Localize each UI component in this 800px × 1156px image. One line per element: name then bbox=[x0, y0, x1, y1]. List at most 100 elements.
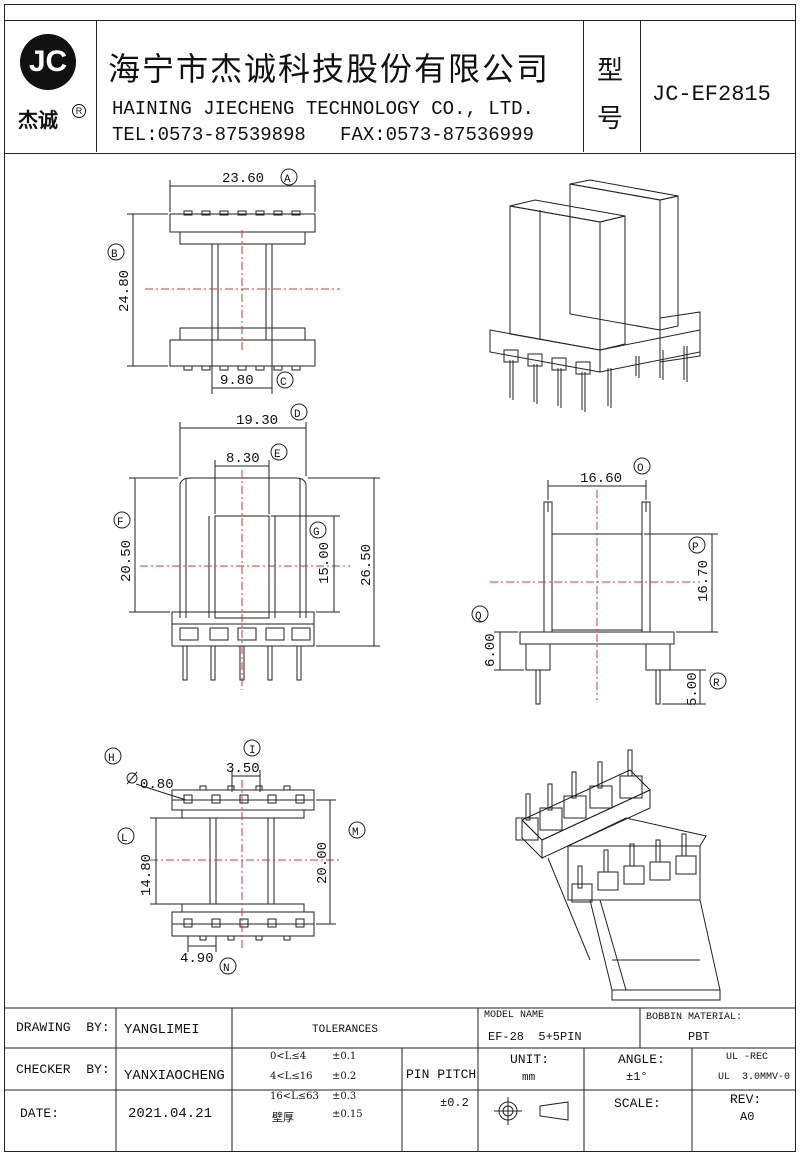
drawing-frame bbox=[4, 4, 796, 1152]
checker-by-value: YANXIAOCHENG bbox=[124, 1068, 225, 1084]
iso-pin-blocks bbox=[503, 349, 591, 375]
dim-c-tag: C bbox=[276, 371, 294, 389]
svg-text:I: I bbox=[249, 745, 256, 757]
bobbin-material-value: PBT bbox=[688, 1030, 710, 1044]
view-isometric-top bbox=[489, 179, 701, 412]
dim-m-tag: M bbox=[348, 821, 366, 839]
top-pins-upper bbox=[183, 210, 301, 216]
ul-flammability: UL 3.0MMV-0 bbox=[718, 1072, 791, 1083]
dim-g-tag: G bbox=[309, 521, 327, 539]
unit-value: mm bbox=[522, 1072, 536, 1084]
header-divider-logo bbox=[96, 20, 97, 152]
view-side bbox=[490, 480, 718, 705]
bottom-pins-lower bbox=[183, 918, 305, 941]
tol-2-value: ±0.2 bbox=[332, 1071, 357, 1082]
date-label: DATE: bbox=[20, 1106, 60, 1121]
svg-text:E: E bbox=[274, 449, 281, 461]
view-isometric-bottom bbox=[515, 749, 721, 1001]
svg-text:G: G bbox=[313, 527, 320, 539]
iso-pins-front bbox=[509, 346, 688, 412]
dim-a-tag: A bbox=[280, 168, 298, 186]
svg-text:D: D bbox=[294, 409, 301, 421]
dim-l-value: 14.80 bbox=[139, 854, 155, 896]
svg-text:H: H bbox=[108, 753, 115, 765]
date-value: 2021.04.21 bbox=[128, 1106, 213, 1122]
logo-text: JC bbox=[28, 45, 68, 78]
dim-a-value: 23.60 bbox=[222, 171, 264, 187]
tol-4-value: ±0.15 bbox=[332, 1109, 363, 1120]
dim-b-tag: B bbox=[107, 243, 125, 261]
dim-i-value: 3.50 bbox=[226, 761, 260, 777]
drawing-by-label: DRAWING BY: bbox=[16, 1020, 110, 1035]
svg-text:Q: Q bbox=[475, 611, 482, 623]
checker-by-label: CHECKER BY: bbox=[16, 1062, 110, 1077]
svg-text:F: F bbox=[117, 517, 124, 529]
svg-text:L: L bbox=[121, 833, 128, 845]
svg-text:A: A bbox=[284, 174, 291, 186]
angle-value: ±1° bbox=[626, 1070, 648, 1084]
technical-drawing: 23.60 A B 24.80 9.80 C 19.30 D 8.30 E F … bbox=[104, 168, 727, 1001]
dim-p-tag: P bbox=[688, 536, 706, 554]
dim-q-value: 6.00 bbox=[483, 633, 499, 667]
company-logo: JC 杰诚 R bbox=[12, 28, 88, 144]
dim-f-tag: F bbox=[113, 511, 131, 529]
svg-text:C: C bbox=[280, 377, 287, 389]
view-front bbox=[129, 422, 380, 690]
svg-text:M: M bbox=[352, 827, 359, 839]
dim-p-value: 16.70 bbox=[696, 560, 712, 602]
front-pin-slots bbox=[179, 627, 311, 641]
scale-label: SCALE: bbox=[614, 1096, 661, 1111]
rev-label: REV: bbox=[730, 1092, 762, 1107]
dim-i-tag: I bbox=[243, 739, 261, 757]
svg-text:N: N bbox=[223, 963, 230, 975]
tol-2-range: 4<L≤16 bbox=[270, 1071, 313, 1082]
dim-total-height-value: 26.50 bbox=[359, 544, 375, 586]
rev-value: A0 bbox=[740, 1110, 755, 1124]
dim-g-value: 15.00 bbox=[317, 542, 333, 584]
angle-label: ANGLE: bbox=[618, 1052, 665, 1067]
dim-q-tag: Q bbox=[471, 605, 489, 623]
dim-o-tag: O bbox=[633, 457, 651, 475]
tol-4-range: 壁厚 bbox=[272, 1111, 294, 1124]
logo-circle bbox=[20, 34, 76, 90]
dim-m-value: 20.00 bbox=[315, 842, 331, 884]
dim-e-value: 8.30 bbox=[226, 451, 260, 467]
svg-text:P: P bbox=[692, 542, 699, 554]
tol-1-range: 0<L≤4 bbox=[270, 1051, 307, 1062]
top-pins-lower bbox=[183, 365, 301, 371]
dim-d-value: 19.30 bbox=[236, 413, 278, 429]
header bbox=[4, 20, 796, 154]
tolerances-label: TOLERANCES bbox=[312, 1024, 379, 1036]
bottom-pins-upper bbox=[183, 785, 305, 804]
view-bottom bbox=[135, 770, 340, 952]
pin-pitch-value: ±0.2 bbox=[440, 1096, 469, 1110]
model-name-label: MODEL NAME bbox=[484, 1010, 545, 1021]
unit-label: UNIT: bbox=[510, 1052, 550, 1067]
svg-text:B: B bbox=[111, 249, 118, 261]
company-contact: TEL:0573-87539898 FAX:0573-87536999 bbox=[112, 124, 534, 146]
tol-3-range: 16<L≤63 bbox=[270, 1091, 319, 1102]
pin-pitch-label: PIN PITCH bbox=[406, 1067, 477, 1082]
dim-o-value: 16.60 bbox=[580, 471, 622, 487]
dim-b-value: 24.80 bbox=[117, 270, 133, 312]
svg-text:R: R bbox=[713, 678, 720, 690]
dim-h-tag: H bbox=[104, 747, 122, 765]
dim-r-tag: R bbox=[709, 672, 727, 690]
company-name-en: HAINING JIECHENG TECHNOLOGY CO., LTD. bbox=[112, 98, 534, 120]
type-label-2: 号 bbox=[597, 104, 624, 134]
dim-l-tag: L bbox=[117, 827, 135, 845]
view-top bbox=[127, 180, 340, 394]
tol-1-value: ±0.1 bbox=[332, 1051, 357, 1062]
dim-e-tag: E bbox=[270, 443, 288, 461]
header-divider-type bbox=[583, 20, 584, 152]
header-divider-model bbox=[640, 20, 641, 152]
tol-3-value: ±0.3 bbox=[332, 1091, 357, 1102]
dim-n-value: 4.90 bbox=[180, 951, 214, 967]
bobbin-material-label: BOBBIN MATERIAL: bbox=[646, 1012, 743, 1023]
logo-subtitle: 杰诚 bbox=[18, 108, 58, 132]
dim-c-value: 9.80 bbox=[220, 373, 254, 389]
registered-mark: R bbox=[72, 104, 86, 118]
ul-rec: UL -REC bbox=[726, 1052, 769, 1063]
dim-r-value: 5.00 bbox=[685, 672, 701, 706]
